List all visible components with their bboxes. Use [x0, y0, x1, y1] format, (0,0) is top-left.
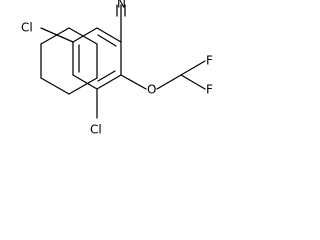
nitrile-nitrogen-label: N: [117, 0, 126, 11]
bottom-fluorine-label: F: [206, 83, 213, 97]
chemical-structure: Cl Cl N O F F: [21, 0, 213, 137]
ring-bond-3: [96, 74, 122, 90]
double-bond-inner-top-right: [97, 34, 117, 47]
structure-canvas: Cl Cl N O F F: [0, 0, 230, 158]
ring-bond-1: [96, 27, 122, 43]
ring-bond-6: [72, 27, 98, 43]
bond-to-oxygen: [120, 74, 147, 90]
top-fluorine-label: F: [206, 54, 213, 68]
top-chlorine-label: Cl: [21, 21, 33, 35]
ring-bond-bottom-right-inner: [40, 77, 70, 95]
oxygen-label: O: [147, 83, 156, 97]
bond-to-top-chlorine: [40, 27, 74, 43]
bond-to-bottom-fluorine: [180, 74, 206, 90]
ring-bond-4: [72, 74, 98, 90]
bond-oxygen-to-cf2: [156, 74, 182, 90]
bottom-chlorine-label: Cl: [90, 123, 102, 137]
bond-to-top-fluorine: [180, 60, 206, 76]
ring-bond-top-right-inner: [40, 27, 70, 45]
double-bond-inner-bottom-right: [97, 70, 116, 82]
ring-bond-bottom-left: [68, 77, 98, 95]
